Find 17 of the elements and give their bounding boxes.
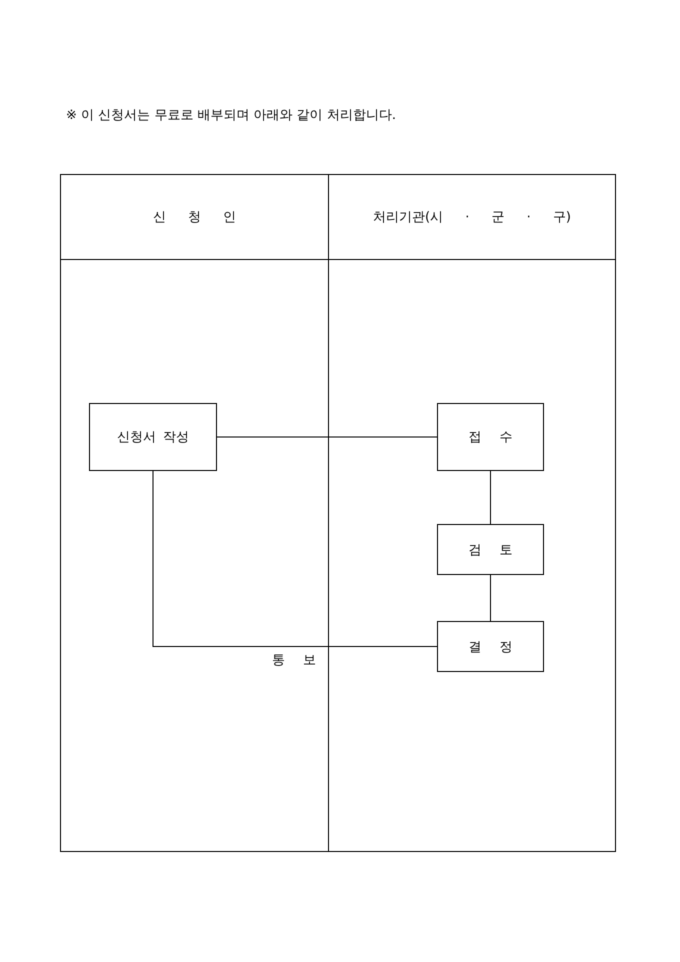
- process-box: [437, 621, 544, 672]
- connector-line: [490, 470, 491, 524]
- process-box: [437, 524, 544, 575]
- process-box: [89, 403, 217, 471]
- lane-header-text: 신 청 인: [152, 209, 236, 226]
- connector-line: [152, 470, 438, 647]
- swimlane-column: [328, 174, 616, 852]
- connector-line: [216, 436, 438, 438]
- box-label: 접 수: [468, 429, 513, 446]
- process-box: [437, 403, 544, 471]
- box-label: 검 토: [468, 542, 513, 558]
- box-label: 신청서 작성: [116, 429, 190, 446]
- lane-header-text: 처리기관(시 · 군 · 구): [373, 209, 571, 226]
- swimlane-column: [60, 174, 329, 852]
- connector-line: [490, 574, 491, 622]
- note-text: ※ 이 신청서는 무료로 배부되며 아래와 같이 처리합니다.: [66, 107, 396, 124]
- box-label: 결 정: [468, 638, 513, 656]
